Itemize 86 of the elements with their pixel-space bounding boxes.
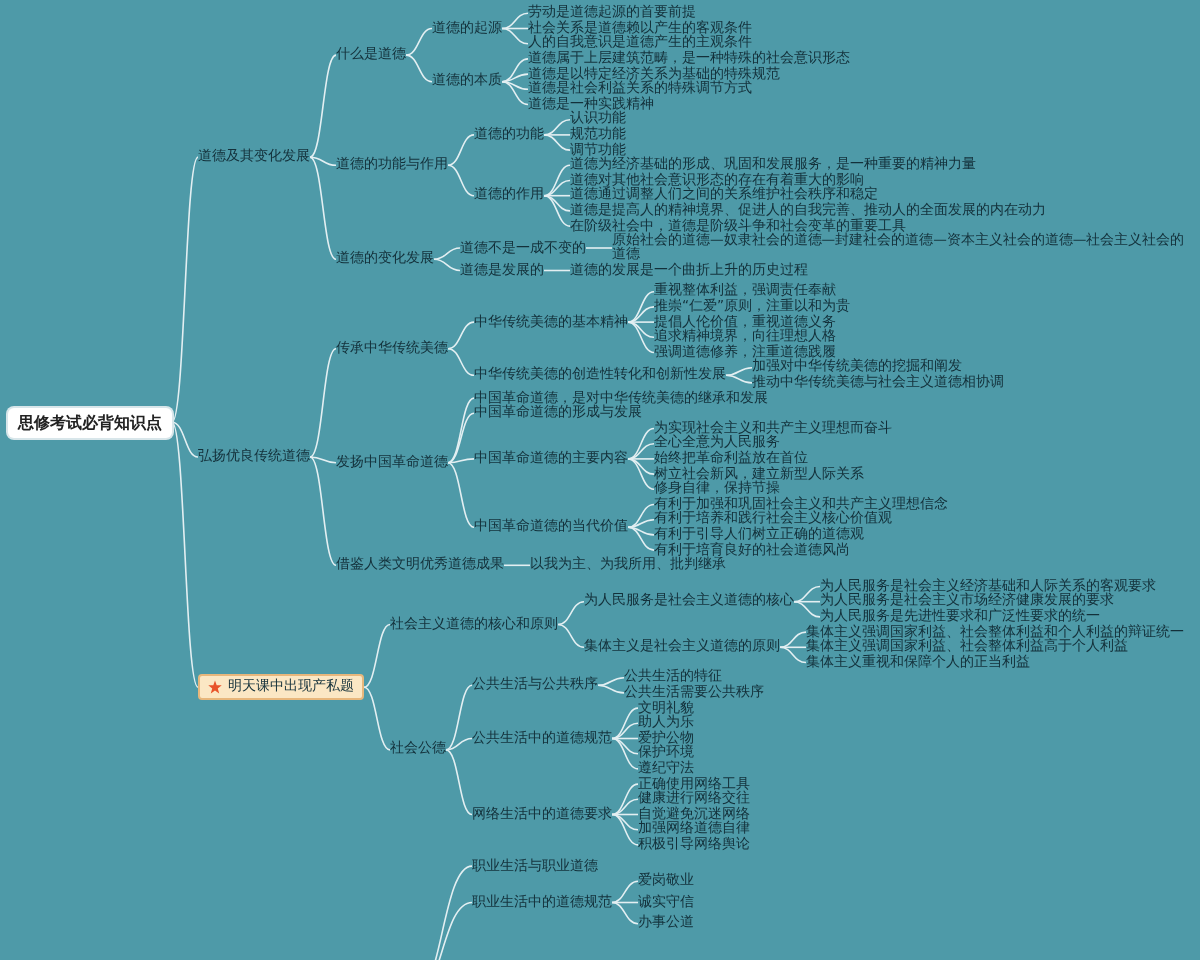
central-topic-box	[8, 407, 172, 438]
connector-line	[501, 80, 529, 106]
connector-line	[611, 813, 639, 846]
connector-line	[405, 27, 433, 56]
connector-line	[597, 684, 625, 694]
connector-line	[725, 366, 753, 377]
connector-line	[611, 798, 639, 816]
connector-line	[543, 269, 571, 272]
connector-line	[611, 813, 639, 816]
connector-line	[543, 134, 571, 136]
connector-line	[433, 258, 461, 272]
connector-line	[557, 600, 585, 626]
connector-line	[543, 194, 571, 227]
connector-line	[503, 564, 531, 567]
connector-line	[171, 156, 199, 423]
connector-line	[611, 737, 639, 770]
connector-line	[627, 458, 655, 460]
connector-line	[501, 27, 529, 45]
connector-line	[543, 194, 571, 212]
connector-line	[433, 247, 461, 261]
connector-line	[171, 421, 199, 458]
connector-line	[447, 164, 475, 197]
connector-line	[543, 194, 571, 197]
connector-line	[363, 623, 391, 688]
connector-line	[557, 623, 585, 649]
connector-line	[447, 321, 475, 350]
connector-line	[309, 456, 337, 567]
connector-line	[543, 164, 571, 197]
connector-line	[627, 518, 655, 529]
connector-line	[171, 421, 199, 688]
connector-line	[405, 54, 433, 83]
connector-line	[611, 813, 639, 831]
connector-line	[779, 631, 807, 649]
connector-line	[725, 374, 753, 384]
connector-line	[543, 134, 571, 151]
connector-line	[447, 397, 475, 464]
connector-line	[611, 880, 639, 904]
connector-line	[309, 156, 337, 261]
connector-line	[501, 58, 529, 83]
connector-line	[309, 347, 337, 458]
connector-line	[627, 458, 655, 475]
connector-line	[793, 585, 821, 603]
connector-line	[627, 503, 655, 529]
connector-line	[627, 442, 655, 460]
connector-line	[779, 646, 807, 649]
central-topic-text: 思修考试必背知识点	[18, 413, 162, 432]
connector-line	[447, 412, 475, 464]
connector-line	[447, 461, 475, 529]
connector-line	[543, 179, 571, 197]
connector-line	[309, 54, 337, 158]
connector-line	[501, 73, 529, 83]
connector-line	[611, 737, 639, 740]
connector-line	[779, 646, 807, 664]
connector-line	[363, 686, 391, 751]
connector-line	[309, 156, 337, 167]
connector-line	[793, 600, 821, 618]
connector-line	[627, 321, 655, 339]
connector-line	[611, 901, 639, 925]
connector-line	[611, 722, 639, 740]
connector-line	[445, 749, 473, 816]
connector-line	[501, 12, 529, 30]
connector-line	[627, 526, 655, 536]
connector-line	[627, 427, 655, 460]
connector-line	[627, 321, 655, 354]
connector-line	[611, 783, 639, 816]
connector-line	[543, 118, 571, 136]
connector-line	[447, 347, 475, 377]
connector-line	[447, 458, 475, 464]
connector-line	[627, 321, 655, 323]
connector-line	[611, 901, 639, 904]
connector-line	[445, 737, 473, 751]
connector-line	[597, 676, 625, 687]
connector-line	[793, 600, 821, 603]
connector-line	[611, 707, 639, 740]
connector-line	[611, 737, 639, 755]
connector-line	[447, 134, 475, 167]
connector-line	[627, 458, 655, 491]
connector-line	[501, 27, 529, 30]
connector-line	[445, 684, 473, 751]
connector-line	[501, 80, 529, 91]
highlight-topic-box	[198, 674, 364, 701]
connector-line	[585, 247, 613, 249]
connector-line	[309, 456, 337, 464]
connector-line	[627, 306, 655, 323]
connector-line	[627, 290, 655, 323]
connector-line	[627, 526, 655, 551]
